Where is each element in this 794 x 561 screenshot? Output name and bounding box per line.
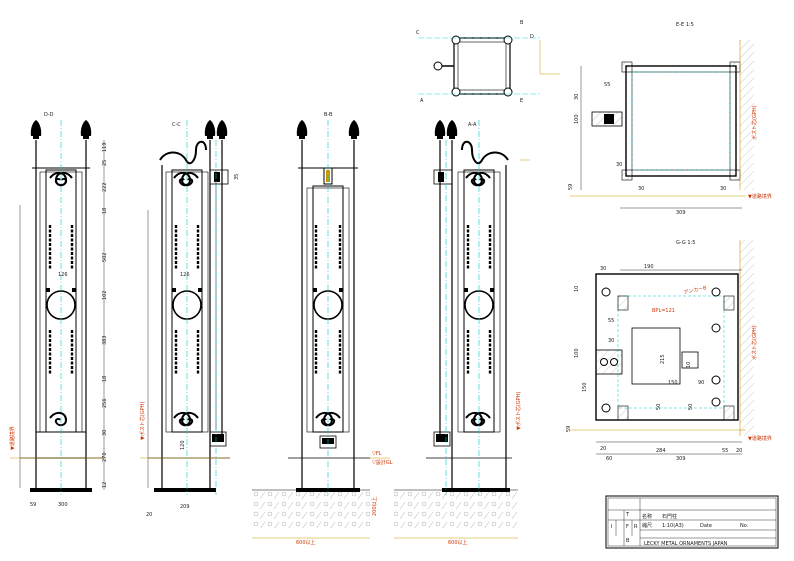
dim-d-vertical-group: 119 25 222 18 502 102 383 18 256 30 270 … [102,142,108,488]
view-g-g: G-G 1:5 30 190 10 100 150 59 55 30 215 1… [566,240,772,462]
title-scale-label: 縮尺 [642,522,652,529]
dim-d-v-6: 102 [102,290,108,300]
dim-e-b2: 30 [720,186,726,192]
dim-g-m7: 50 [656,404,662,410]
view-c-c: C-C 20 209 126 35 120 ▼ポスト芯(GPH) [139,120,240,518]
dim-c-low: 120 [180,440,186,450]
view-a-a: A-A 600以上 ▼ポスト芯(GPH) [394,120,530,546]
post-center-g: ポスト芯(GPH) [751,325,758,360]
dim-d-v-8: 18 [102,376,108,382]
dim-d-bottom-1: 59 [30,502,36,508]
dim-d-v-4: 18 [102,208,108,214]
plan-mark-c: C [416,30,420,36]
gl-label: ▽設計GL [372,459,393,466]
ground-label-3: ▼ポスト芯(GPH) [515,392,522,430]
dim-g-b4: 55 [722,448,728,454]
dim-g-l1: 10 [574,286,580,292]
dim-d-v-2: 25 [102,160,108,166]
dim-g-b3: 284 [656,448,666,454]
title-name-label: 名称 [642,513,652,520]
dim-d-v-9: 256 [102,398,108,408]
depth-label-2: 600以上 [448,539,468,546]
title-mark-r: R [634,524,638,530]
dim-g-m4: 150 [668,380,678,386]
dim-d-bottom-2: 300 [58,502,68,508]
dim-g-m5: 90 [698,380,704,386]
title-mark-b: B [626,538,630,544]
dim-d-v-7: 383 [102,335,108,345]
view-d-label: D-D [44,112,54,118]
dim-d-v-11: 270 [102,452,108,462]
view-g-label: G-G 1:5 [676,240,695,246]
dim-c-bottom-2: 209 [180,504,190,510]
title-date-label: Date [700,523,712,529]
road-level-g: ▼道路境界 [748,435,772,442]
view-d-d: D-D 59 300 126 119 25 222 18 502 102 383 [9,112,108,508]
title-mark-f: F [626,524,629,530]
view-c-label: C-C [172,122,181,128]
dim-g-t2: 190 [644,264,654,270]
dim-g-b2: 60 [606,456,612,462]
plan-view-top: C B D A E [416,20,560,104]
dim-d-v-3: 222 [102,182,108,192]
view-b-label: B-B [324,112,333,118]
anchor-label: アンカーB [683,285,708,296]
depth-label-1: 600以上 [296,539,316,546]
dim-e-total: 309 [676,210,686,216]
title-mark-i: I [611,524,612,530]
dim-g-t1: 30 [600,266,606,272]
view-b-b: B-B 600以上 ▽設計GL ▽FL 200以上 [252,112,393,546]
dim-d-v-5: 502 [102,252,108,262]
dim-c-bottom-1: 20 [146,512,152,518]
dim-c-inner: 126 [180,272,190,278]
dim-g-l3: 150 [582,382,588,392]
title-name: 石門柱 [662,513,677,520]
dim-g-b6: 309 [676,456,686,462]
view-e-label: E-E 1:5 [676,22,694,28]
dim-e-b3: 30 [616,162,622,168]
view-a-label: A-A [468,122,477,128]
ground-label-1: ▼道路境界 [9,426,16,450]
title-no-label: No. [740,523,749,529]
dim-e-h1: 100 [574,114,580,124]
dim-e-b1: 59 [568,184,574,190]
title-block: T I F R B 名称 石門柱 縮尺 1:10(A3) Date No. LE… [605,495,779,549]
dim-g-b5: 20 [736,448,742,454]
dim-e-w2: 30 [638,186,644,192]
dim-d-inner: 126 [58,272,68,278]
dim-g-b1: 20 [600,446,606,452]
ground-label-2: ▼ポスト芯(GPH) [139,402,146,440]
title-mark-t: T [625,512,630,518]
view-e-e: E-E 1:5 55 30 100 30 59 30 30 309 ▼道路境界 … [568,22,772,216]
dim-e-h2: 30 [574,94,580,100]
dim-g-m8: 50 [688,404,694,410]
dim-g-m2: 30 [608,338,614,344]
bpl-label: BPL=121 [652,308,675,314]
post-center-e: ポスト芯(GPH) [751,105,758,140]
dim-e-w1: 55 [604,82,610,88]
plan-mark-a: A [420,98,424,104]
plan-mark-d: D [530,34,534,40]
fl-label: ▽FL [372,451,382,457]
title-scale: 1:10(A3) [662,523,684,529]
dim-g-m3: 215 [660,354,666,364]
dim-g-m6: 10 [686,362,692,368]
dim-c-small: 35 [234,174,240,180]
dim-d-v-1: 119 [102,142,108,152]
dim-d-v-10: 30 [102,430,108,436]
depth-vertical-label: 200以上 [371,496,378,516]
dim-g-l2: 100 [574,348,580,358]
dim-g-m1: 55 [608,318,614,324]
company-name: LECKY METAL ORNAMENTS JAPAN [644,541,728,547]
dim-g-l4: 59 [566,426,572,432]
road-level-e: ▼道路境界 [748,193,772,200]
plan-mark-e: E [520,98,523,104]
dim-d-v-12: 12 [102,482,108,488]
plan-mark-b: B [520,20,524,26]
